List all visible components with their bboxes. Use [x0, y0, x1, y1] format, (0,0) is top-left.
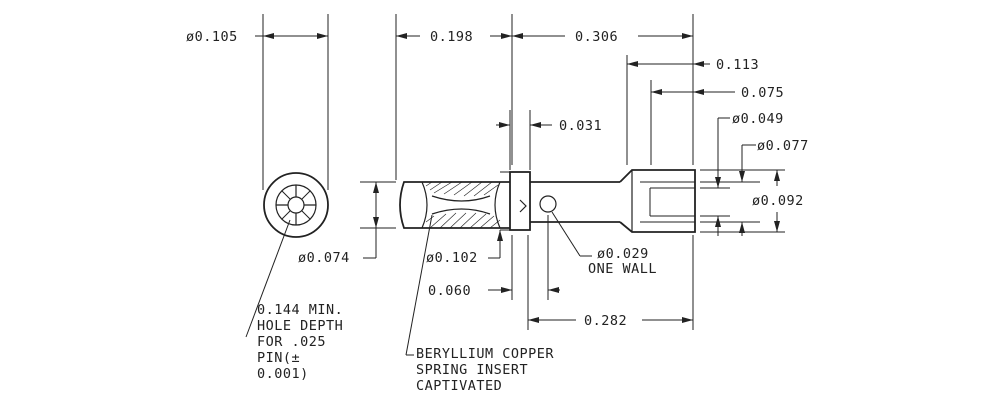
dim-flange-thickness: 0.031 [559, 118, 602, 134]
right-dimensions: ø0.049 ø0.077 ø0.092 [700, 111, 809, 236]
dim-sleeve-length: 0.198 [430, 29, 473, 45]
dim-tail-outer-diameter: ø0.077 [757, 138, 809, 154]
insert-note-line-3: CAPTIVATED [416, 378, 502, 394]
dim-end-view-diameter: ø0.105 [186, 29, 238, 45]
end-view: ø0.105 [186, 14, 329, 338]
hole-depth-note-line-2: HOLE DEPTH [257, 318, 343, 334]
hole-depth-note: 0.144 MIN. HOLE DEPTH FOR .025 PIN(± 0.0… [257, 302, 343, 382]
left-bottom-dimensions: ø0.074 ø0.102 0.060 ø0.029 ONE WALL 0.28… [298, 171, 694, 356]
hole-depth-note-line-4: PIN(± [257, 350, 300, 366]
insert-note-line-1: BERYLLIUM COPPER [416, 346, 554, 362]
dim-cross-hole-note: ONE WALL [588, 261, 657, 277]
hole-depth-note-line-3: FOR .025 [257, 334, 326, 350]
dim-pin-section-length: 0.306 [575, 29, 618, 45]
hole-depth-note-line-5: 0.001) [257, 366, 309, 382]
insert-note: BERYLLIUM COPPER SPRING INSERT CAPTIVATE… [416, 346, 554, 394]
dim-flange-diameter: ø0.102 [426, 250, 478, 266]
hole-depth-note-line-1: 0.144 MIN. [257, 302, 343, 318]
dim-tail-length: 0.113 [716, 57, 759, 73]
dim-end-view-inner-diameter: ø0.074 [298, 250, 350, 266]
dim-collar-diameter: ø0.092 [752, 193, 804, 209]
dim-overall-length: 0.282 [584, 313, 627, 329]
spring-insert-hatch [421, 181, 501, 229]
dim-cross-hole: ø0.029 [597, 246, 649, 262]
top-dimensions: 0.198 0.306 0.113 0.075 0.031 [395, 14, 784, 180]
dim-hole-diameter: ø0.049 [732, 111, 784, 127]
insert-note-line-2: SPRING INSERT [416, 362, 528, 378]
dim-flange-offset: 0.060 [428, 283, 471, 299]
side-view [399, 169, 730, 233]
dim-tail-inner-length: 0.075 [741, 85, 784, 101]
